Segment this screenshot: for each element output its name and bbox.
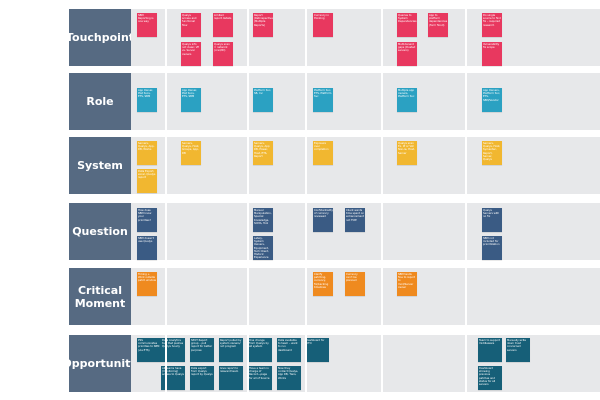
sticky-note-system[interactable]: Servers, Qualys, Host, Groups, App, DB — [181, 141, 201, 165]
sticky-note-question[interactable]: SBM doesn't use Qualys — [137, 236, 157, 260]
sticky-note-opportunity[interactable]: Data export from Qualys report by Qualys — [190, 366, 214, 390]
sticky-note-role[interactable]: Multiple app owners, Platform Svc — [397, 88, 417, 112]
column-separator — [305, 9, 307, 392]
sticky-note-question[interactable]: Lately, System Owners, Equipment, Tech C… — [253, 236, 273, 260]
sticky-note-touchpoint[interactable]: Report (Retrospective) (Multiple Reports… — [253, 13, 273, 37]
sticky-note-system[interactable]: Data Export, excel, Qualys report — [137, 169, 157, 193]
sticky-note-critical[interactable]: SBM tends fine to report to mod/Server o… — [397, 272, 417, 296]
row-band-role — [131, 73, 600, 130]
sticky-note-touchpoint[interactable]: Vulnerability fix scope — [482, 42, 502, 66]
sticky-note-touchpoint[interactable]: Qualys info not clean; VP vs. Server own… — [181, 42, 201, 66]
sticky-note-opportunity[interactable]: Data available to team – want to run das… — [277, 338, 301, 362]
row-label-opportunity: Opportunity — [62, 335, 138, 392]
sticky-note-question[interactable]: Manual Manipulation, Special Knowledge, … — [253, 208, 273, 232]
row-band-system — [131, 137, 600, 194]
sticky-note-touchpoint[interactable]: Multi-tenant gaps (Dusted servers) — [397, 42, 417, 66]
row-band-critical-moment — [131, 268, 600, 325]
sticky-note-opportunity[interactable]: SPOT Report group – pull report for bett… — [190, 338, 214, 362]
sticky-note-touchpoint[interactable]: Qualys scan = network (cred/ID) — [213, 42, 233, 66]
sticky-note-question[interactable]: Client wants time spent on enhancement n… — [345, 208, 365, 232]
sticky-note-opportunity[interactable]: PSS communicates priorities to SBM (via … — [137, 338, 161, 362]
column-separator — [165, 9, 167, 392]
sticky-note-question[interactable]: How does SBM know your priorities? — [137, 208, 157, 232]
sticky-note-touchpoint[interactable]: Currency in thinking — [313, 13, 333, 37]
sticky-note-role[interactable]: App Owner, Plat Svcs, ETS, SBM — [181, 88, 201, 112]
sticky-note-question[interactable]: SBM not included for prioritization — [482, 236, 502, 260]
sticky-note-opportunity[interactable]: Give report to relevant team — [219, 366, 243, 390]
sticky-note-critical[interactable]: Currency can’t be planned — [345, 272, 365, 296]
sticky-note-opportunity[interactable]: Have a team in charge of Record—page for… — [248, 366, 272, 390]
sticky-note-touchpoint[interactable]: SBM Reporting is one way — [137, 13, 157, 37]
sticky-note-opportunity[interactable]: Report pulled by system owners/ not prog… — [219, 338, 243, 362]
sticky-note-system[interactable]: Qualys scan Ex. IP or Vat Non-ie, Host, … — [397, 141, 417, 165]
row-label-touchpoint: Touchpoint — [66, 9, 134, 66]
sticky-note-role[interactable]: Platform Svc, ETS, Platform Svc — [313, 88, 333, 112]
column-separator — [465, 9, 467, 392]
row-label-system: System — [69, 137, 131, 194]
sticky-note-role[interactable]: App Owner, Plat Svcs, ETS, SBM — [137, 88, 157, 112]
sticky-note-system[interactable]: Servers, Qualys, App, DB, Works — [137, 141, 157, 165]
sticky-note-system[interactable]: Exposure over completion — [313, 141, 333, 165]
sticky-note-question[interactable]: Confidentiality of currency reviewed — [313, 208, 333, 232]
sticky-note-system[interactable]: Servers, Qualys, App DB, Power, Host, ET… — [253, 141, 273, 165]
sticky-note-opportunity[interactable]: Dashboard for DTO — [305, 338, 329, 362]
row-band-question — [131, 203, 600, 260]
sticky-note-opportunity[interactable]: Now they contact Qualys, App DB, Tiers, … — [277, 366, 301, 390]
sticky-note-touchpoint[interactable]: Limited report details — [213, 13, 233, 37]
sticky-note-touchpoint[interactable]: Do single source to find fix – required … — [482, 13, 502, 37]
sticky-note-opportunity[interactable]: One change from Qualys by all system — [248, 338, 272, 362]
column-separator — [381, 9, 383, 392]
sticky-note-critical[interactable]: Clarify patching, currency, fix/backing … — [313, 272, 333, 296]
sticky-note-touchpoint[interactable]: App to platform dependencies (form flood… — [428, 13, 448, 37]
sticky-note-question[interactable]: Qualys Servers with no fix — [482, 208, 502, 232]
sticky-note-role[interactable]: Platform Svc, SB, Inc — [253, 88, 273, 112]
sticky-note-critical[interactable]: Timing + Work outside patch window — [137, 272, 157, 296]
row-band-touchpoint — [131, 9, 600, 66]
sticky-note-role[interactable]: App Owners, Platform Svc, ETS, SBM/Vendo… — [482, 88, 502, 112]
sticky-note-touchpoint[interactable]: Queries to System Dependencies — [397, 13, 417, 37]
row-label-question: Question — [69, 203, 131, 260]
column-separator — [247, 9, 249, 392]
row-label-role: Role — [69, 73, 131, 130]
sticky-note-opportunity[interactable]: Dashboard showing previous patches and s… — [478, 366, 502, 390]
sticky-note-touchpoint[interactable]: Qualys access and functional flow — [181, 13, 201, 37]
sticky-note-opportunity[interactable]: Team to support middleware — [478, 338, 502, 362]
sticky-note-system[interactable]: Servers, Qualys, Host, Symantec, Report,… — [482, 141, 502, 165]
sticky-note-opportunity[interactable]: Manually write down trust concerned serv… — [506, 338, 530, 362]
row-label-critical-moment: Critical Moment — [69, 268, 131, 325]
